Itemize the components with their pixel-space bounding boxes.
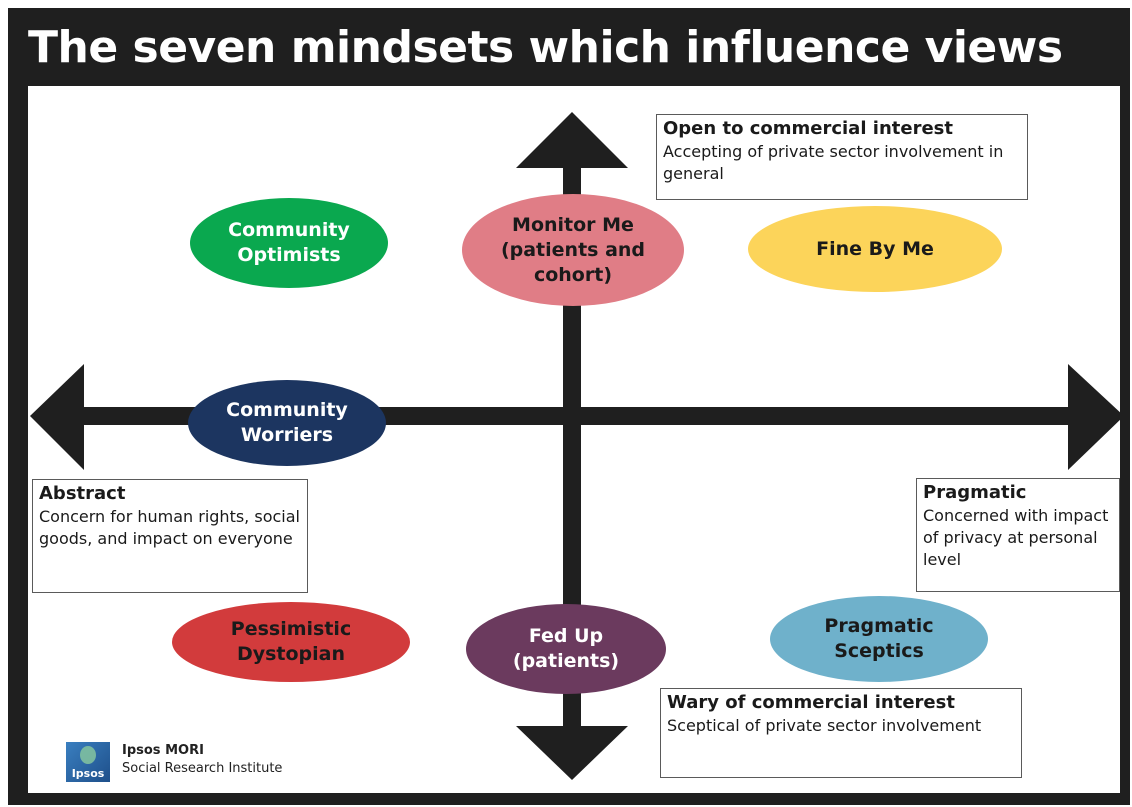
right-axis-description: Concerned with impact of privacy at pers… [923, 506, 1109, 569]
bottom-axis-description: Sceptical of private sector involvement [667, 716, 982, 735]
mindset-fed-up: Fed Up (patients) [466, 604, 666, 694]
up-arrow-icon [516, 112, 628, 168]
top-axis-description: Accepting of private sector involvement … [663, 142, 1004, 183]
mindset-label: Community Worriers [226, 399, 348, 446]
brand-name: Ipsos MORI [122, 743, 204, 758]
mindset-label: Pessimistic Dystopian [230, 618, 352, 665]
mindset-community-worriers: Community Worriers [188, 380, 386, 466]
logo-text: Ipsos [71, 767, 105, 780]
brand-subtitle: Social Research Institute [122, 761, 283, 776]
left-axis-heading: Abstract [39, 483, 126, 504]
mindset-pragmatic-sceptics: Pragmatic Sceptics [770, 596, 988, 682]
top-axis-heading: Open to commercial interest [663, 118, 953, 139]
down-arrow-icon [516, 726, 628, 780]
mindset-label: Fine By Me [816, 237, 934, 260]
mindset-label: Community Optimists [228, 219, 350, 266]
logo-emblem-icon [80, 746, 96, 764]
bottom-axis-label: Wary of commercial interest Sceptical of… [660, 688, 1022, 778]
mindset-monitor-me: Monitor Me (patients and cohort) [462, 194, 684, 306]
left-axis-description: Concern for human rights, social goods, … [39, 507, 300, 548]
mindset-label: Pragmatic Sceptics [824, 615, 934, 662]
mindset-label: Monitor Me (patients and cohort) [500, 213, 646, 286]
mindset-community-optimists: Community Optimists [190, 198, 388, 288]
brand-block: Ipsos MORI Social Research Institute [122, 742, 282, 778]
right-axis-label: Pragmatic Concerned with impact of priva… [916, 478, 1120, 592]
slide-title: The seven mindsets which influence views [28, 22, 1063, 73]
mindset-pessimistic-dystopian: Pessimistic Dystopian [172, 602, 410, 682]
top-axis-label: Open to commercial interest Accepting of… [656, 114, 1028, 200]
left-axis-label: Abstract Concern for human rights, socia… [32, 479, 308, 593]
mindset-label: Fed Up (patients) [512, 625, 620, 672]
ipsos-logo: Ipsos [66, 742, 110, 782]
right-axis-heading: Pragmatic [923, 482, 1027, 503]
bottom-axis-heading: Wary of commercial interest [667, 692, 955, 713]
right-arrow-icon [1068, 364, 1124, 470]
left-arrow-icon [30, 364, 84, 470]
mindset-fine-by-me: Fine By Me [748, 206, 1002, 292]
